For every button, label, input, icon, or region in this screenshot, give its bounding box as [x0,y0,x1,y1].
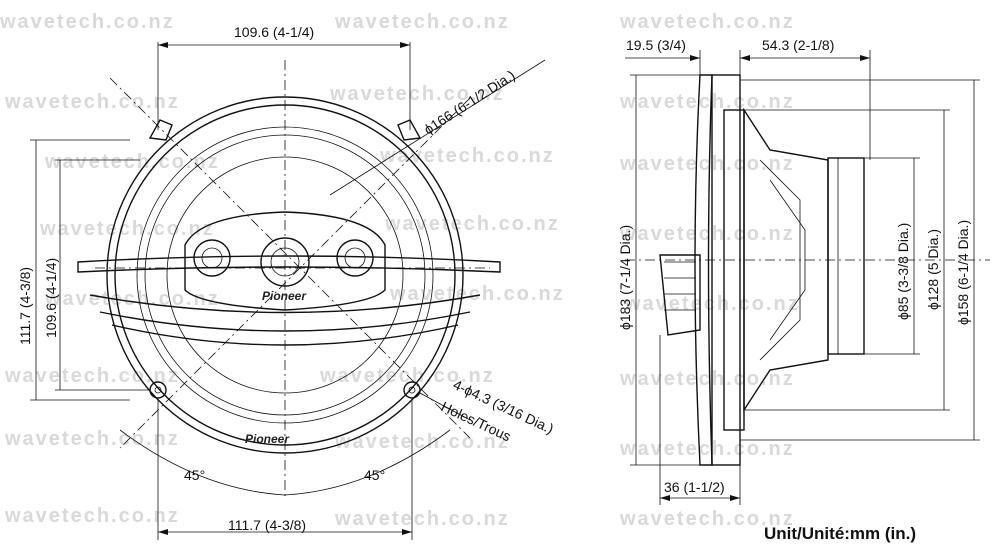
tweeter-left [193,239,231,277]
watermark-text: wavetech.co.nz [389,283,565,305]
dim-grille-depth: 36 (1-1/2) [664,479,725,495]
watermark-text: wavetech.co.nz [379,145,555,167]
cone-edge [166,156,404,394]
diameter-leader [329,59,546,196]
holes-leader [417,391,471,421]
arrowhead [730,495,740,501]
watermark-text: wavetech.co.nz [39,218,215,240]
watermark-text: wavetech.co.nz [619,11,795,33]
bridge-logo: Pioneer [262,289,307,303]
watermark-text: wavetech.co.nz [619,438,795,460]
watermark-text: wavetech.co.nz [384,213,560,235]
arrowhead [690,55,700,61]
unit-label: Unit/Unité:mm (in.) [764,524,916,543]
dim-width-top: 109.6 (4-1/4) [234,24,314,40]
diagonal-centerline [119,97,471,449]
outer-frame-rim [114,104,456,446]
grille-profile [694,74,713,466]
angle-arc-left [119,429,286,496]
arrowhead [158,42,168,48]
frame-logo: Pioneer [245,432,290,446]
watermark-text: wavetech.co.nz [619,91,795,113]
side-view: 19.5 (3/4) 54.3 (2-1/8) ϕ183 (7-1/4 Dia.… [617,37,990,505]
mount-hole-center [408,386,416,394]
mount-hole [403,381,421,399]
tweeter-center [260,237,310,287]
watermark-text: wavetech.co.nz [334,11,510,33]
dim-height-outer: 111.7 (4-3/8) [17,267,33,345]
mount-tab [397,119,422,141]
tweeter-left-dome [201,247,223,269]
watermark-text: wavetech.co.nz [619,223,795,245]
watermark-text: wavetech.co.nz [334,508,510,530]
mount-tab [148,119,173,141]
watermark-text: wavetech.co.nz [619,153,795,175]
watermark-text: wavetech.co.nz [619,368,795,390]
watermark-text: wavetech.co.nz [624,293,800,315]
arrowhead [402,529,412,535]
dim-height-inner: 109.6 (4-1/4) [43,258,59,338]
dim-frame-dia: ϕ158 (6-1/4 Dia.) [955,220,971,325]
grille-bar [77,255,501,273]
grille-arc [89,294,481,314]
watermark-text: wavetech.co.nz [44,288,220,310]
surround-inner [144,134,426,416]
arrowhead [660,495,670,501]
tweeter-bridge [184,211,386,311]
dim-magnet-dia: ϕ85 (3-3/8 Dia.) [895,223,911,320]
basket-rib [769,179,806,341]
arrowhead [860,55,870,61]
tweeter-section [659,254,701,336]
watermark-text: wavetech.co.nz [4,91,180,113]
magnet [827,157,865,355]
watermark-text: wavetech.co.nz [319,365,495,387]
watermark-text: wavetech.co.nz [334,431,510,453]
grille-arc [99,311,471,332]
arrowhead [400,42,410,48]
grille-arc [111,324,459,346]
diagonal-centerline [109,77,471,439]
watermark-text: wavetech.co.nz [619,508,795,530]
section-hatch [664,261,696,311]
tweeter-center-dome [270,247,300,277]
dim-cone-dia: ϕ128 (5 Dia.) [925,229,941,310]
outer-frame [106,96,464,454]
arrowhead [158,529,168,535]
dim-overall-dia: ϕ183 (7-1/4 Dia.) [617,225,633,330]
watermark-text: wavetech.co.nz [44,151,220,173]
watermarks: wavetech.co.nz wavetech.co.nz wavetech.c… [0,11,800,530]
watermark-text: wavetech.co.nz [4,428,180,450]
mount-hole-center [154,386,162,394]
dim-width-bottom: 111.7 (4-3/8) [228,517,306,533]
flange [711,74,741,466]
dim-flange-depth: 19.5 (3/4) [626,37,686,53]
dim-mount-depth: 54.3 (2-1/8) [762,37,834,53]
dim-angle-right: 45° [364,467,385,483]
tweeter-right [336,239,374,277]
watermark-text: wavetech.co.nz [0,11,175,33]
watermark-text: wavetech.co.nz [4,505,180,527]
arrowhead [740,55,750,61]
basket-rib [759,159,801,361]
surround-outer [136,126,434,424]
watermark-text: wavetech.co.nz [329,83,505,105]
tweeter-right-dome [344,247,366,269]
angle-arc-right [284,429,451,496]
dim-angle-left: 45° [184,467,205,483]
